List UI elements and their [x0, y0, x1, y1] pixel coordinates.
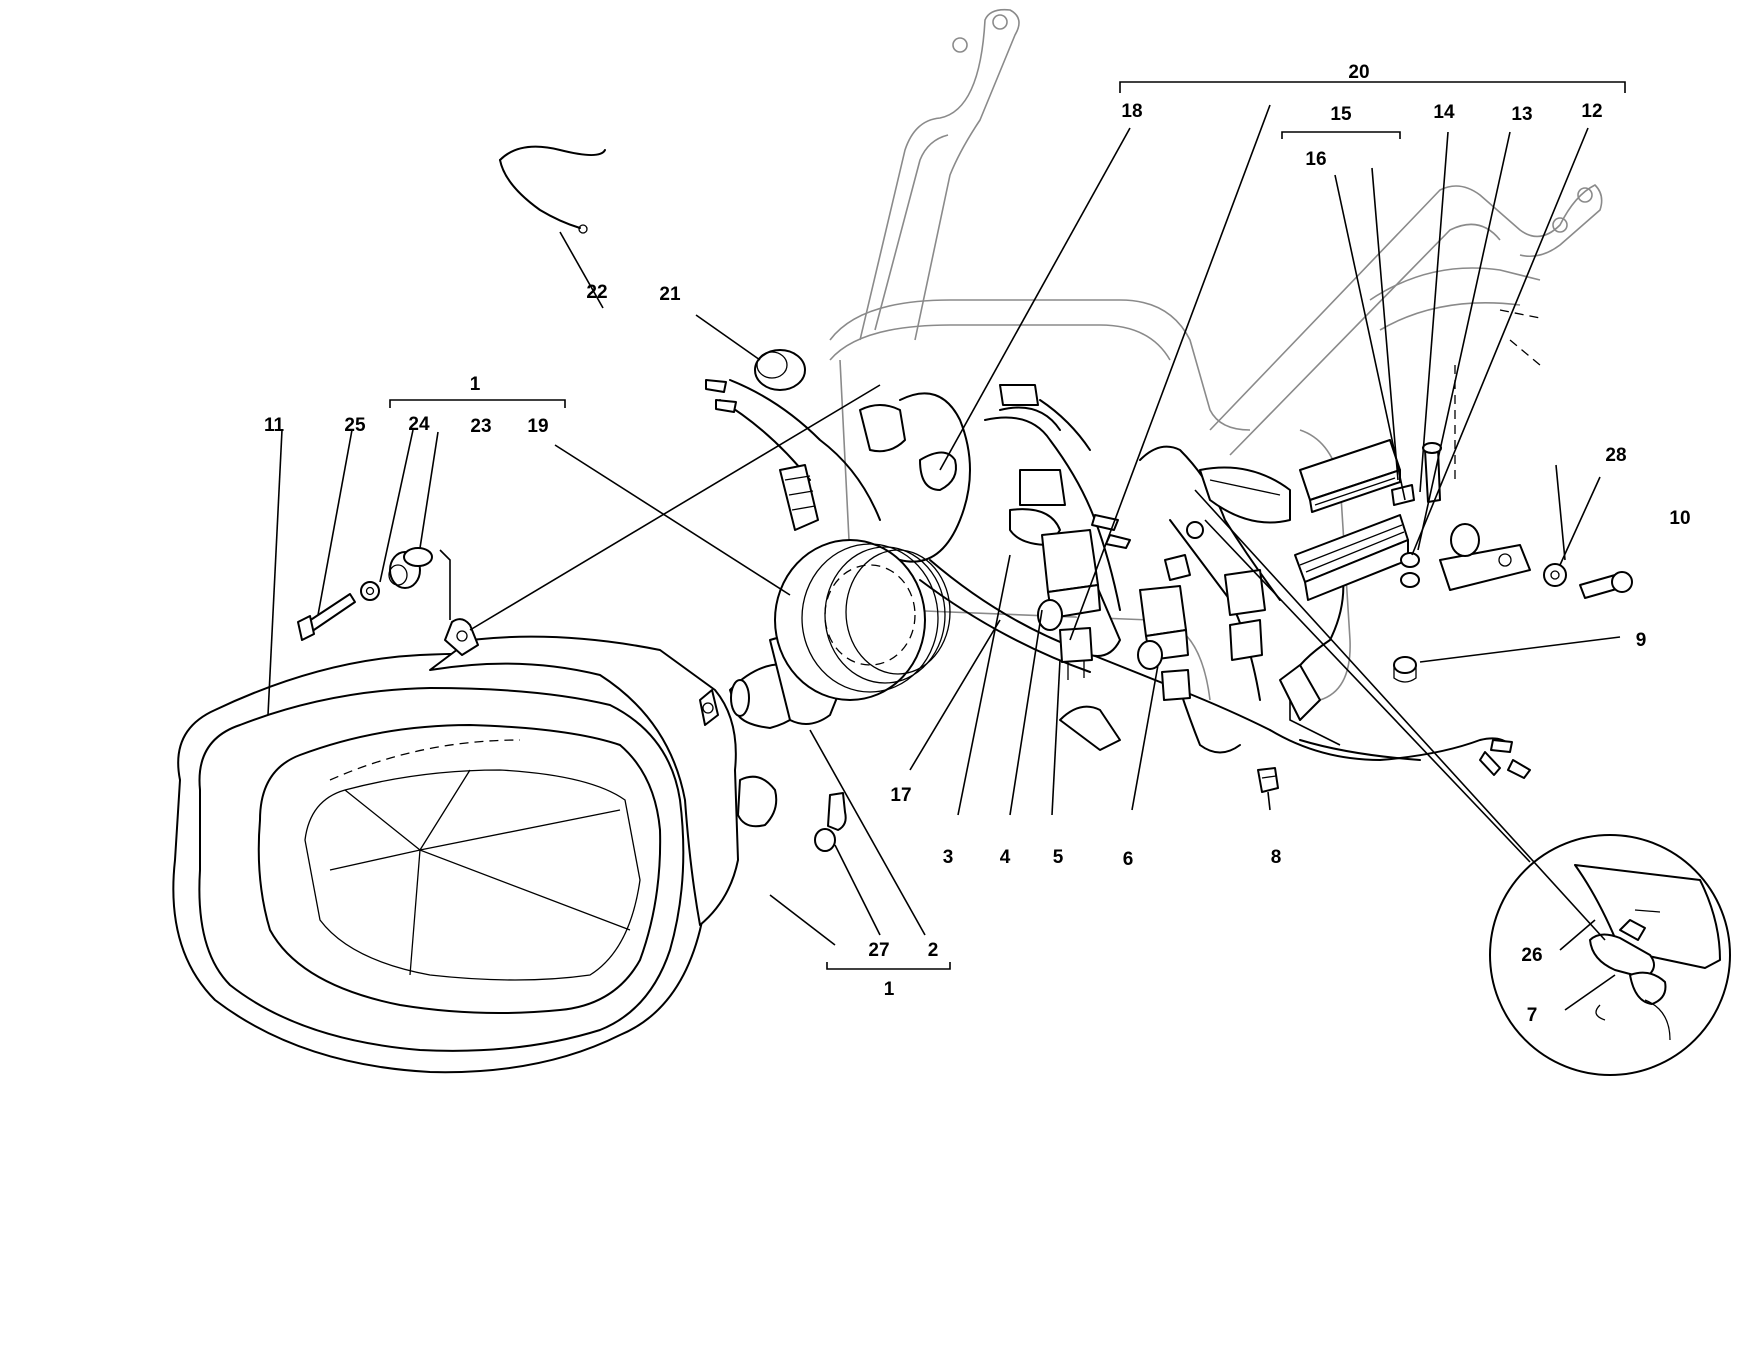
- callout-7: 7: [1527, 1005, 1538, 1026]
- callout-21: 21: [659, 284, 681, 305]
- callout-14: 14: [1433, 102, 1455, 123]
- dust-cover: [774, 539, 951, 701]
- callout-23: 23: [470, 416, 491, 437]
- callout-22: 22: [586, 282, 607, 303]
- callout-28: 28: [1605, 445, 1626, 466]
- callout-5: 5: [1053, 847, 1064, 868]
- callout-12: 12: [1581, 101, 1602, 122]
- callout-25: 25: [344, 415, 366, 436]
- callout-1-top: 1: [470, 374, 481, 395]
- callout-9: 9: [1636, 630, 1647, 651]
- callout-11: 11: [264, 415, 285, 436]
- headlight-assembly: [172, 618, 778, 1074]
- callout-2: 2: [928, 940, 939, 961]
- leader-lines: [267, 104, 1621, 1011]
- callout-brackets: [389, 81, 1626, 970]
- callout-3: 3: [943, 847, 954, 868]
- callout-15: 15: [1330, 104, 1352, 125]
- callout-19: 19: [527, 416, 548, 437]
- callout-13: 13: [1511, 104, 1532, 125]
- callout-10: 10: [1669, 508, 1690, 529]
- callout-1-bottom: 1: [884, 979, 895, 1000]
- callout-4: 4: [1000, 847, 1011, 868]
- callout-17: 17: [890, 785, 911, 806]
- callout-16: 16: [1305, 149, 1326, 170]
- callout-labels: 20 18 15 14 13 12 16 22 21 1 11 25 24 23…: [264, 62, 1691, 1026]
- callout-26: 26: [1521, 945, 1542, 966]
- callout-8: 8: [1271, 847, 1282, 868]
- callout-24: 24: [408, 414, 430, 435]
- callout-27: 27: [868, 940, 889, 961]
- callout-6: 6: [1123, 849, 1134, 870]
- callout-18: 18: [1121, 101, 1142, 122]
- detail-inset: [1489, 834, 1731, 1076]
- frame-bracket: [829, 8, 1603, 701]
- callout-20: 20: [1348, 62, 1369, 83]
